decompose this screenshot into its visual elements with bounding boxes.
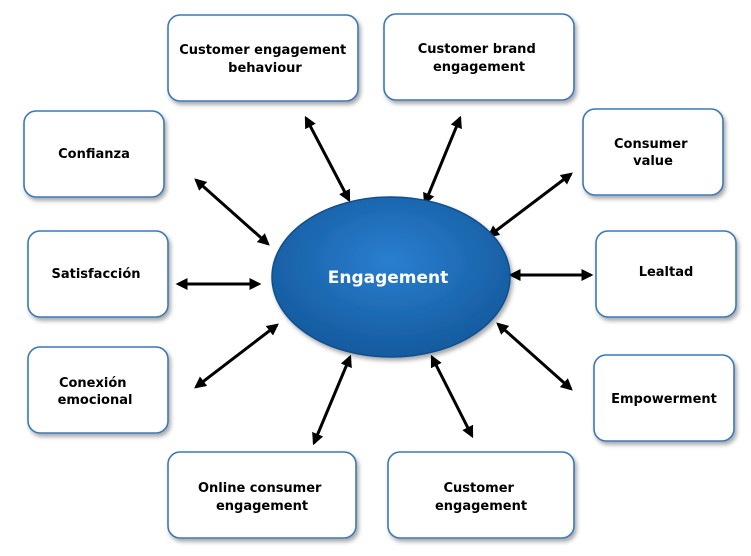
node-box <box>595 230 737 318</box>
node-label-line-1: Online consumer <box>198 481 322 496</box>
node-empowerment: Empowerment <box>593 354 735 442</box>
node-customer-engagement-behaviour: Customer engagement behaviour <box>167 14 359 102</box>
hub-label: Engagement <box>328 268 449 288</box>
node-box <box>167 451 357 539</box>
node-box <box>167 14 359 102</box>
node-box <box>582 108 724 196</box>
node-customer-brand-engagement: Customer brand engagement <box>383 13 575 101</box>
node-online-consumer-engagement: Online consumer engagement <box>167 451 357 539</box>
node-label-line-2: engagement <box>216 499 308 514</box>
node-label-line-1: Confianza <box>58 147 130 162</box>
node-box <box>387 451 575 539</box>
node-label-line-1: Customer engagement <box>179 43 346 58</box>
node-label: Empowerment <box>611 392 717 407</box>
node-box <box>23 110 165 198</box>
arrow-to-customer-engagement-behaviour <box>304 115 351 203</box>
node-box <box>593 354 735 442</box>
node-label: Customer engagement behaviour <box>179 43 351 76</box>
node-label-line-1: Satisfacción <box>51 267 140 282</box>
node-customer-engagement: Customer engagement <box>387 451 575 539</box>
node-label: Satisfacción <box>51 267 140 282</box>
arrow-to-consumer-value <box>487 172 573 238</box>
arrow-to-online-consumer-engagement <box>312 354 352 446</box>
engagement-hub: Engagement <box>271 196 511 358</box>
node-label-line-2: behaviour <box>228 61 302 76</box>
node-label-line-2: engagement <box>435 499 527 514</box>
node-lealtad: Lealtad <box>595 230 737 318</box>
node-label-line-1: Consumer <box>614 137 688 152</box>
node-label-line-1: Lealtad <box>639 265 694 280</box>
node-satisfaccion: Satisfacción <box>27 230 169 318</box>
node-conexion-emocional: Conexión emocional <box>27 346 169 434</box>
node-label-line-1: Customer <box>444 481 515 496</box>
node-label: Customer engagement <box>435 481 527 514</box>
node-label: Consumer value <box>614 137 692 169</box>
arrow-to-conexion-emocional <box>194 323 279 389</box>
node-box <box>27 230 169 318</box>
node-label-line-1: Empowerment <box>611 392 717 407</box>
node-label-line-1: Conexión <box>59 376 127 391</box>
arrow-to-customer-brand-engagement <box>423 115 462 206</box>
node-label: Customer brand engagement <box>418 42 541 75</box>
node-label-line-2: emocional <box>58 393 133 408</box>
node-label: Conexión emocional <box>58 376 133 408</box>
arrow-to-empowerment <box>496 322 573 391</box>
arrow-to-customer-engagement <box>430 354 474 439</box>
node-box <box>383 13 575 101</box>
node-label-line-2: engagement <box>433 60 525 75</box>
node-consumer-value: Consumer value <box>582 108 724 196</box>
node-box <box>27 346 169 434</box>
connector-arrows <box>175 115 594 446</box>
node-label: Lealtad <box>639 265 694 280</box>
node-label-line-2: value <box>633 154 673 169</box>
hub-ellipse <box>271 196 511 358</box>
node-label: Confianza <box>58 147 130 162</box>
node-label-line-1: Customer brand <box>418 42 536 57</box>
node-confianza: Confianza <box>23 110 165 198</box>
arrow-to-confianza <box>194 178 270 246</box>
node-label: Online consumer engagement <box>198 481 326 514</box>
